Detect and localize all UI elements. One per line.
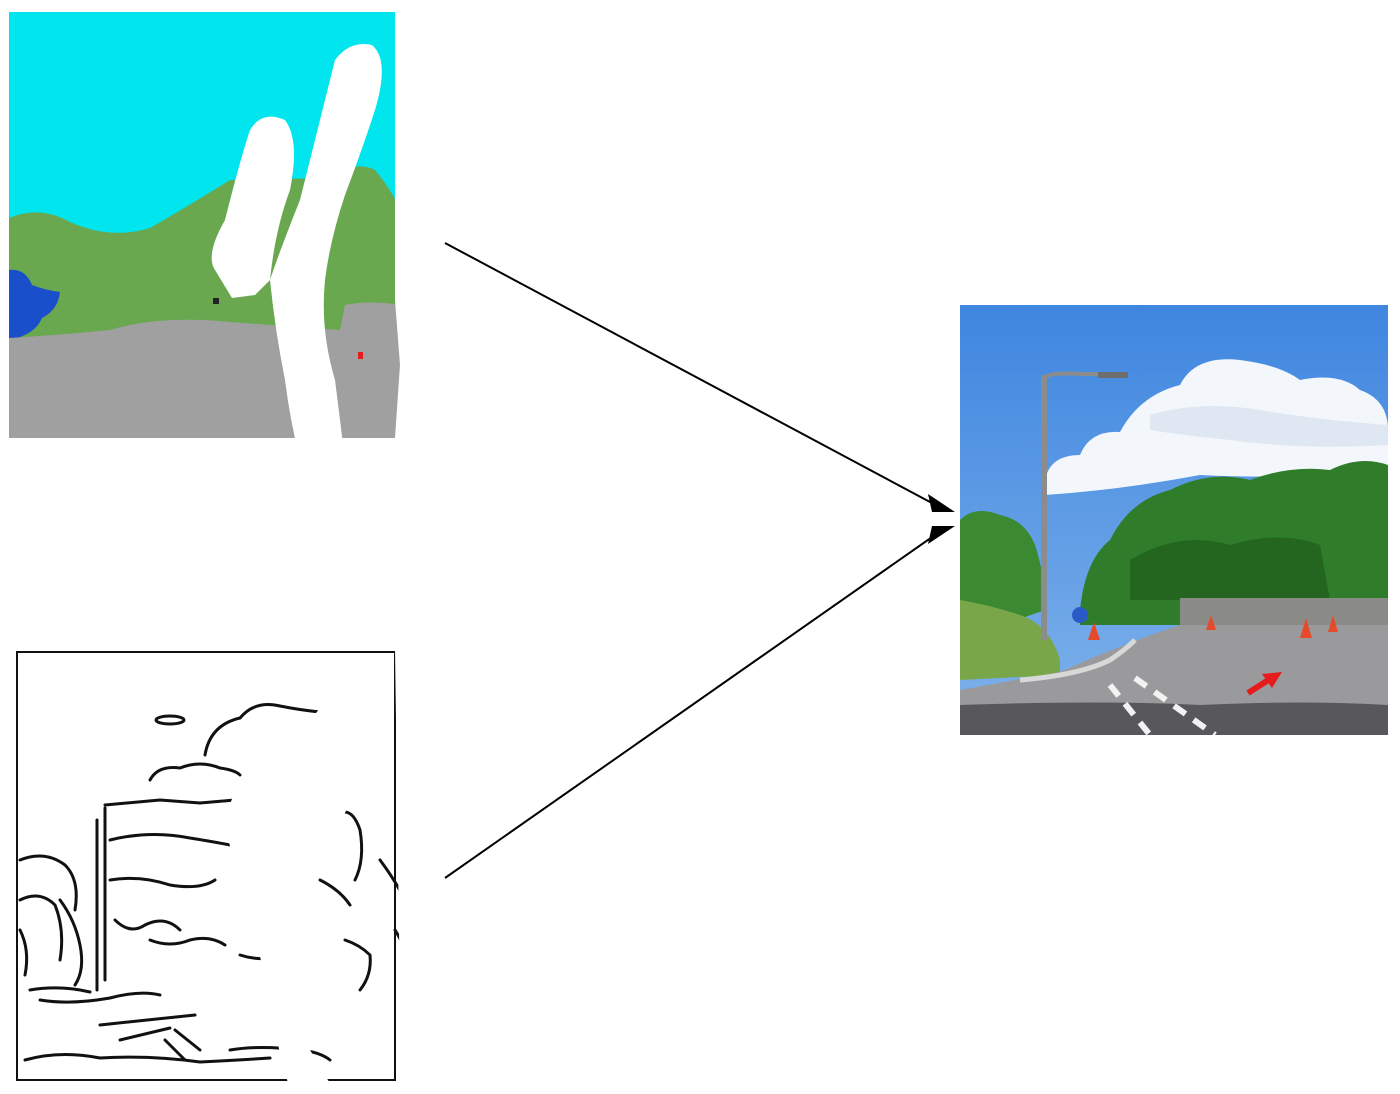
edge-map [16, 650, 440, 1090]
photo-traffic-cone [1300, 618, 1312, 638]
edge-stroke [103, 798, 237, 807]
photo-red-arrowhead [1262, 672, 1282, 688]
edge-stroke [163, 1038, 187, 1062]
edge-stroke [113, 918, 182, 932]
connector-arrows [444, 242, 955, 879]
seg-speck [358, 352, 363, 359]
edge-stroke [173, 1028, 202, 1052]
edge-stroke [148, 762, 242, 782]
edge-mask-stroke [300, 683, 385, 860]
photo-crossing-lines [1107, 675, 1217, 735]
photo-grass-bank [960, 600, 1060, 680]
edge-stroke [28, 986, 92, 994]
edge-stroke [18, 854, 78, 912]
segmentation-map [9, 12, 440, 460]
photo-red-arrow [1246, 676, 1272, 696]
edge-mask-stroke [395, 650, 440, 1090]
edge-stroke [18, 928, 29, 977]
arrow-from-edges [444, 527, 946, 879]
arrowhead-icon [928, 494, 955, 512]
edge-stroke [23, 1052, 272, 1064]
edge-stroke [108, 832, 232, 847]
seg-speck [213, 298, 219, 304]
seg-mask-stroke [211, 116, 294, 299]
edge-stroke [98, 1013, 197, 1027]
arrowhead-icon [928, 526, 955, 544]
seg-mask-stroke [395, 12, 440, 440]
edge-stroke [118, 1026, 172, 1042]
photo-trees [1130, 537, 1330, 600]
edge-stroke [318, 878, 352, 907]
photo-lamp-head [1098, 372, 1128, 378]
seg-water-region [9, 269, 60, 340]
seg-mask-stroke [270, 44, 382, 460]
edge-map-frame [16, 651, 396, 1081]
photo-lamp-arm [1042, 371, 1125, 380]
street-photo [960, 305, 1388, 735]
edge-stroke [38, 991, 162, 1004]
edge-stroke [154, 714, 186, 726]
edge-stroke [58, 898, 84, 987]
edge-stroke [203, 703, 322, 757]
photo-lamp-post [1041, 375, 1047, 640]
photo-road-sign [1072, 607, 1088, 623]
photo-wall [1180, 598, 1388, 626]
photo-traffic-cone [1206, 615, 1216, 630]
edge-mask-stroke [225, 731, 335, 1090]
photo-kerb [1019, 638, 1137, 683]
photo-road-shadow [960, 702, 1388, 735]
edge-stroke [108, 876, 217, 889]
edge-stroke [18, 894, 64, 962]
photo-cloud [1150, 406, 1388, 447]
photo-traffic-cone [1088, 622, 1100, 640]
edge-stroke [343, 938, 372, 992]
edge-stroke [148, 936, 227, 947]
photo-traffic-cone [1328, 615, 1338, 632]
arrow-from-segmentation [444, 242, 946, 511]
